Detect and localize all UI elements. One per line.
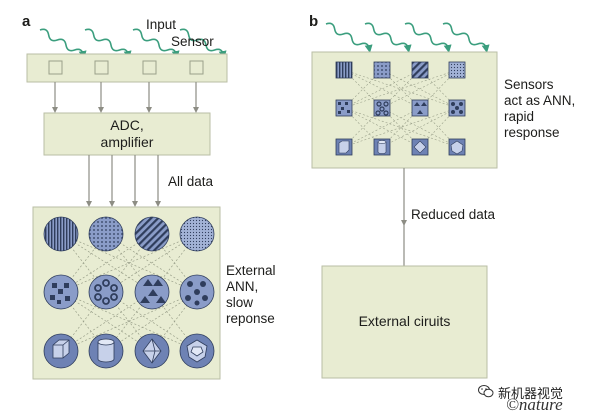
ann-a-row3-nodes <box>43 333 215 369</box>
input-waves-a <box>39 28 227 59</box>
node-dodecahedron <box>179 333 215 369</box>
sensor-b-row1 <box>335 61 466 79</box>
ann-label-line4: reponse <box>226 311 275 326</box>
watermark: 新机器视觉 ©nature <box>478 383 596 415</box>
node-hexagons <box>179 274 215 310</box>
adc-label-line2: amplifier <box>100 134 154 150</box>
adc-label-line1: ADC, <box>110 117 144 133</box>
nature-logo: ©nature <box>506 395 563 414</box>
node-cube <box>43 333 79 369</box>
sensor-elements-a <box>48 60 204 75</box>
node-octahedron <box>134 333 170 369</box>
all-data-label: All data <box>168 174 214 189</box>
external-circuits-label: External ciruits <box>358 313 451 329</box>
node-rings <box>88 274 124 310</box>
sensor-to-adc-arrows <box>52 82 199 113</box>
ann-label-line2: ANN, <box>226 279 259 294</box>
node-triangles <box>134 274 170 310</box>
wechat-account-name: 新机器视觉 <box>498 386 564 401</box>
node-cylinder <box>88 333 124 369</box>
reduced-data-label: Reduced data <box>411 207 496 222</box>
node-diagonal-stripes <box>134 216 170 252</box>
input-waves-b <box>325 22 490 53</box>
node-vertical-stripes <box>43 216 79 252</box>
ann-label-line1: External <box>226 263 276 278</box>
ann-label-line3: slow <box>226 295 254 310</box>
adc-to-ann-arrows <box>86 155 161 207</box>
wechat-icon <box>478 385 494 398</box>
sensors-label-line4: response <box>504 125 560 140</box>
sensors-label-line2: act as ANN, <box>504 93 576 108</box>
node-fine-dots <box>179 216 215 252</box>
node-dots <box>88 216 124 252</box>
adc-label: ADC, amplifier <box>44 117 210 151</box>
panel-letter-b: b <box>309 13 319 30</box>
ann-a-row2-nodes <box>43 274 215 310</box>
sensors-label-b: Sensors act as ANN, rapid response <box>504 77 575 141</box>
sensor-label: Sensor <box>171 34 214 49</box>
panel-letter-a: a <box>22 13 31 30</box>
external-circuits-box <box>321 265 488 379</box>
sensors-label-line1: Sensors <box>504 77 554 92</box>
node-squares <box>43 274 79 310</box>
adc-box <box>43 112 211 156</box>
ann-a-row1-nodes <box>43 216 215 252</box>
sensor-b-row3 <box>335 138 466 156</box>
sensor-b-row2 <box>335 99 466 117</box>
ann-label-a: External ANN, slow reponse <box>226 263 276 327</box>
input-label: Input <box>146 17 177 32</box>
sensors-label-line3: rapid <box>504 109 535 124</box>
